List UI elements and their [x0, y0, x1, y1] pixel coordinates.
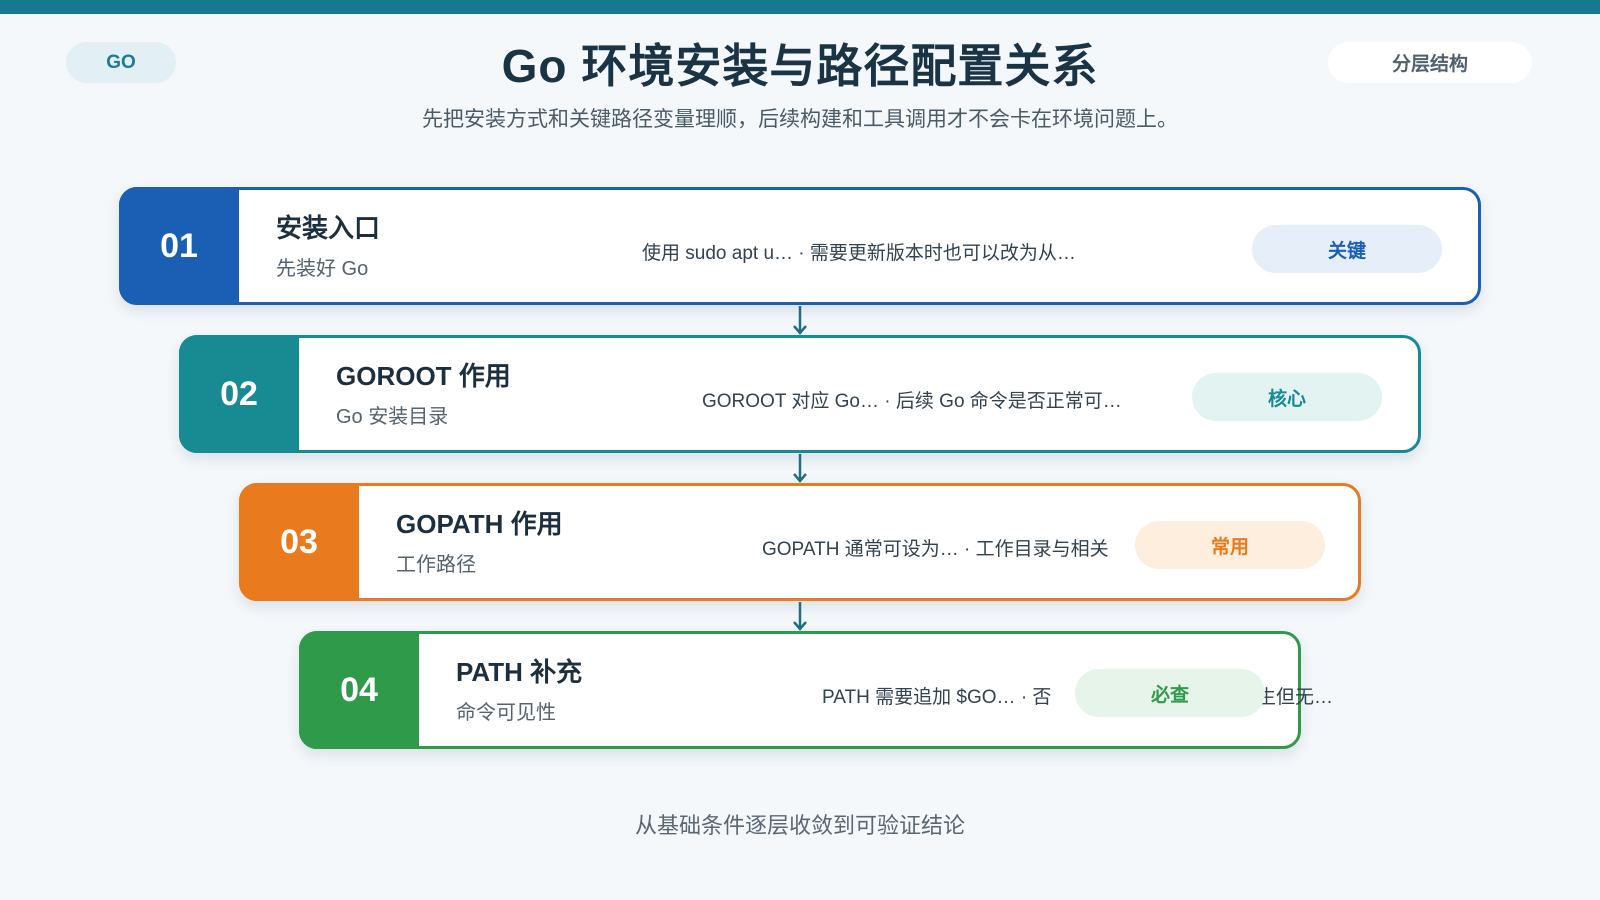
step-subtitle: 工作路径 [396, 554, 476, 576]
step-card-gopath: 03 GOPATH 作用 工作路径 GOPATH 通常可设为… · 工作目录与相… [239, 483, 1361, 601]
step-description: 使用 sudo apt u… · 需要更新版本时也可以改为从… [642, 243, 1076, 264]
step-title: GOROOT 作用 [336, 361, 511, 391]
step-number-badge: 01 [119, 187, 239, 305]
step-subtitle: 命令可见性 [456, 702, 556, 724]
step-number-badge: 03 [239, 483, 359, 601]
step-description: PATH 需要追加 $GO… · 否 [822, 687, 1052, 708]
page-title: Go 环境安装与路径配置关系 [501, 40, 1099, 92]
step-tag: 核心 [1192, 373, 1382, 421]
step-number-badge: 04 [299, 631, 419, 749]
step-title: PATH 补充 [456, 657, 583, 687]
step-subtitle: Go 安装目录 [336, 406, 449, 428]
step-tag: 常用 [1135, 521, 1325, 569]
step-card-goroot: 02 GOROOT 作用 Go 安装目录 GOROOT 对应 Go… · 后续 … [179, 335, 1421, 453]
arrow-down-icon [793, 602, 807, 631]
step-number-badge: 02 [179, 335, 299, 453]
step-description: GOROOT 对应 Go… · 后续 Go 命令是否正常可… [702, 391, 1122, 412]
step-description-tail: 生但无… [1257, 687, 1334, 708]
arrow-down-icon [793, 306, 807, 335]
step-title: 安装入口 [276, 213, 381, 243]
step-tag: 关键 [1252, 225, 1442, 273]
step-card-path: 04 PATH 补充 命令可见性 PATH 需要追加 $GO… · 否 生但无…… [299, 631, 1333, 749]
step-card-install: 01 安装入口 先装好 Go 使用 sudo apt u… · 需要更新版本时也… [119, 187, 1481, 305]
step-tag: 必查 [1075, 669, 1265, 717]
layout-type-badge: 分层结构 [1328, 42, 1532, 83]
topic-badge: GO [66, 42, 176, 83]
step-subtitle: 先装好 Go [276, 258, 369, 280]
step-title: GOPATH 作用 [396, 509, 563, 539]
page-subtitle: 先把安装方式和关键路径变量理顺，后续构建和工具调用才不会卡在环境问题上。 [422, 108, 1178, 131]
arrow-down-icon [793, 454, 807, 483]
top-accent-bar [0, 0, 1600, 14]
footer-caption: 从基础条件逐层收敛到可验证结论 [634, 813, 965, 838]
step-description: GOPATH 通常可设为… · 工作目录与相关 [762, 539, 1109, 560]
